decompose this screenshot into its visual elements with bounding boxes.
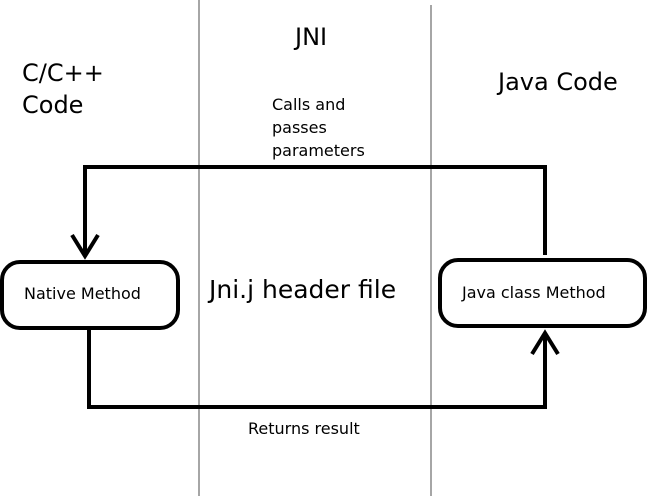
returns-label: Returns result (248, 419, 360, 438)
middle-column-title: JNI (295, 23, 328, 51)
java-class-method-box (438, 258, 647, 328)
calls-arrow-line (83, 165, 547, 255)
left-column-title-line1: C/C++ (22, 59, 104, 87)
returns-arrow-head (530, 329, 560, 356)
header-file-label: Jni.j header file (209, 275, 397, 304)
native-method-label: Native Method (24, 284, 141, 303)
returns-arrow-line (87, 330, 547, 409)
calls-label-line3: parameters (272, 141, 365, 160)
calls-arrow-head (70, 233, 100, 260)
right-column-title: Java Code (498, 68, 618, 96)
java-class-method-label: Java class Method (462, 283, 606, 302)
left-column-title-line2: Code (22, 91, 84, 119)
calls-label-line1: Calls and (272, 95, 346, 114)
calls-label-line2: passes (272, 118, 327, 137)
native-method-box (0, 260, 180, 330)
